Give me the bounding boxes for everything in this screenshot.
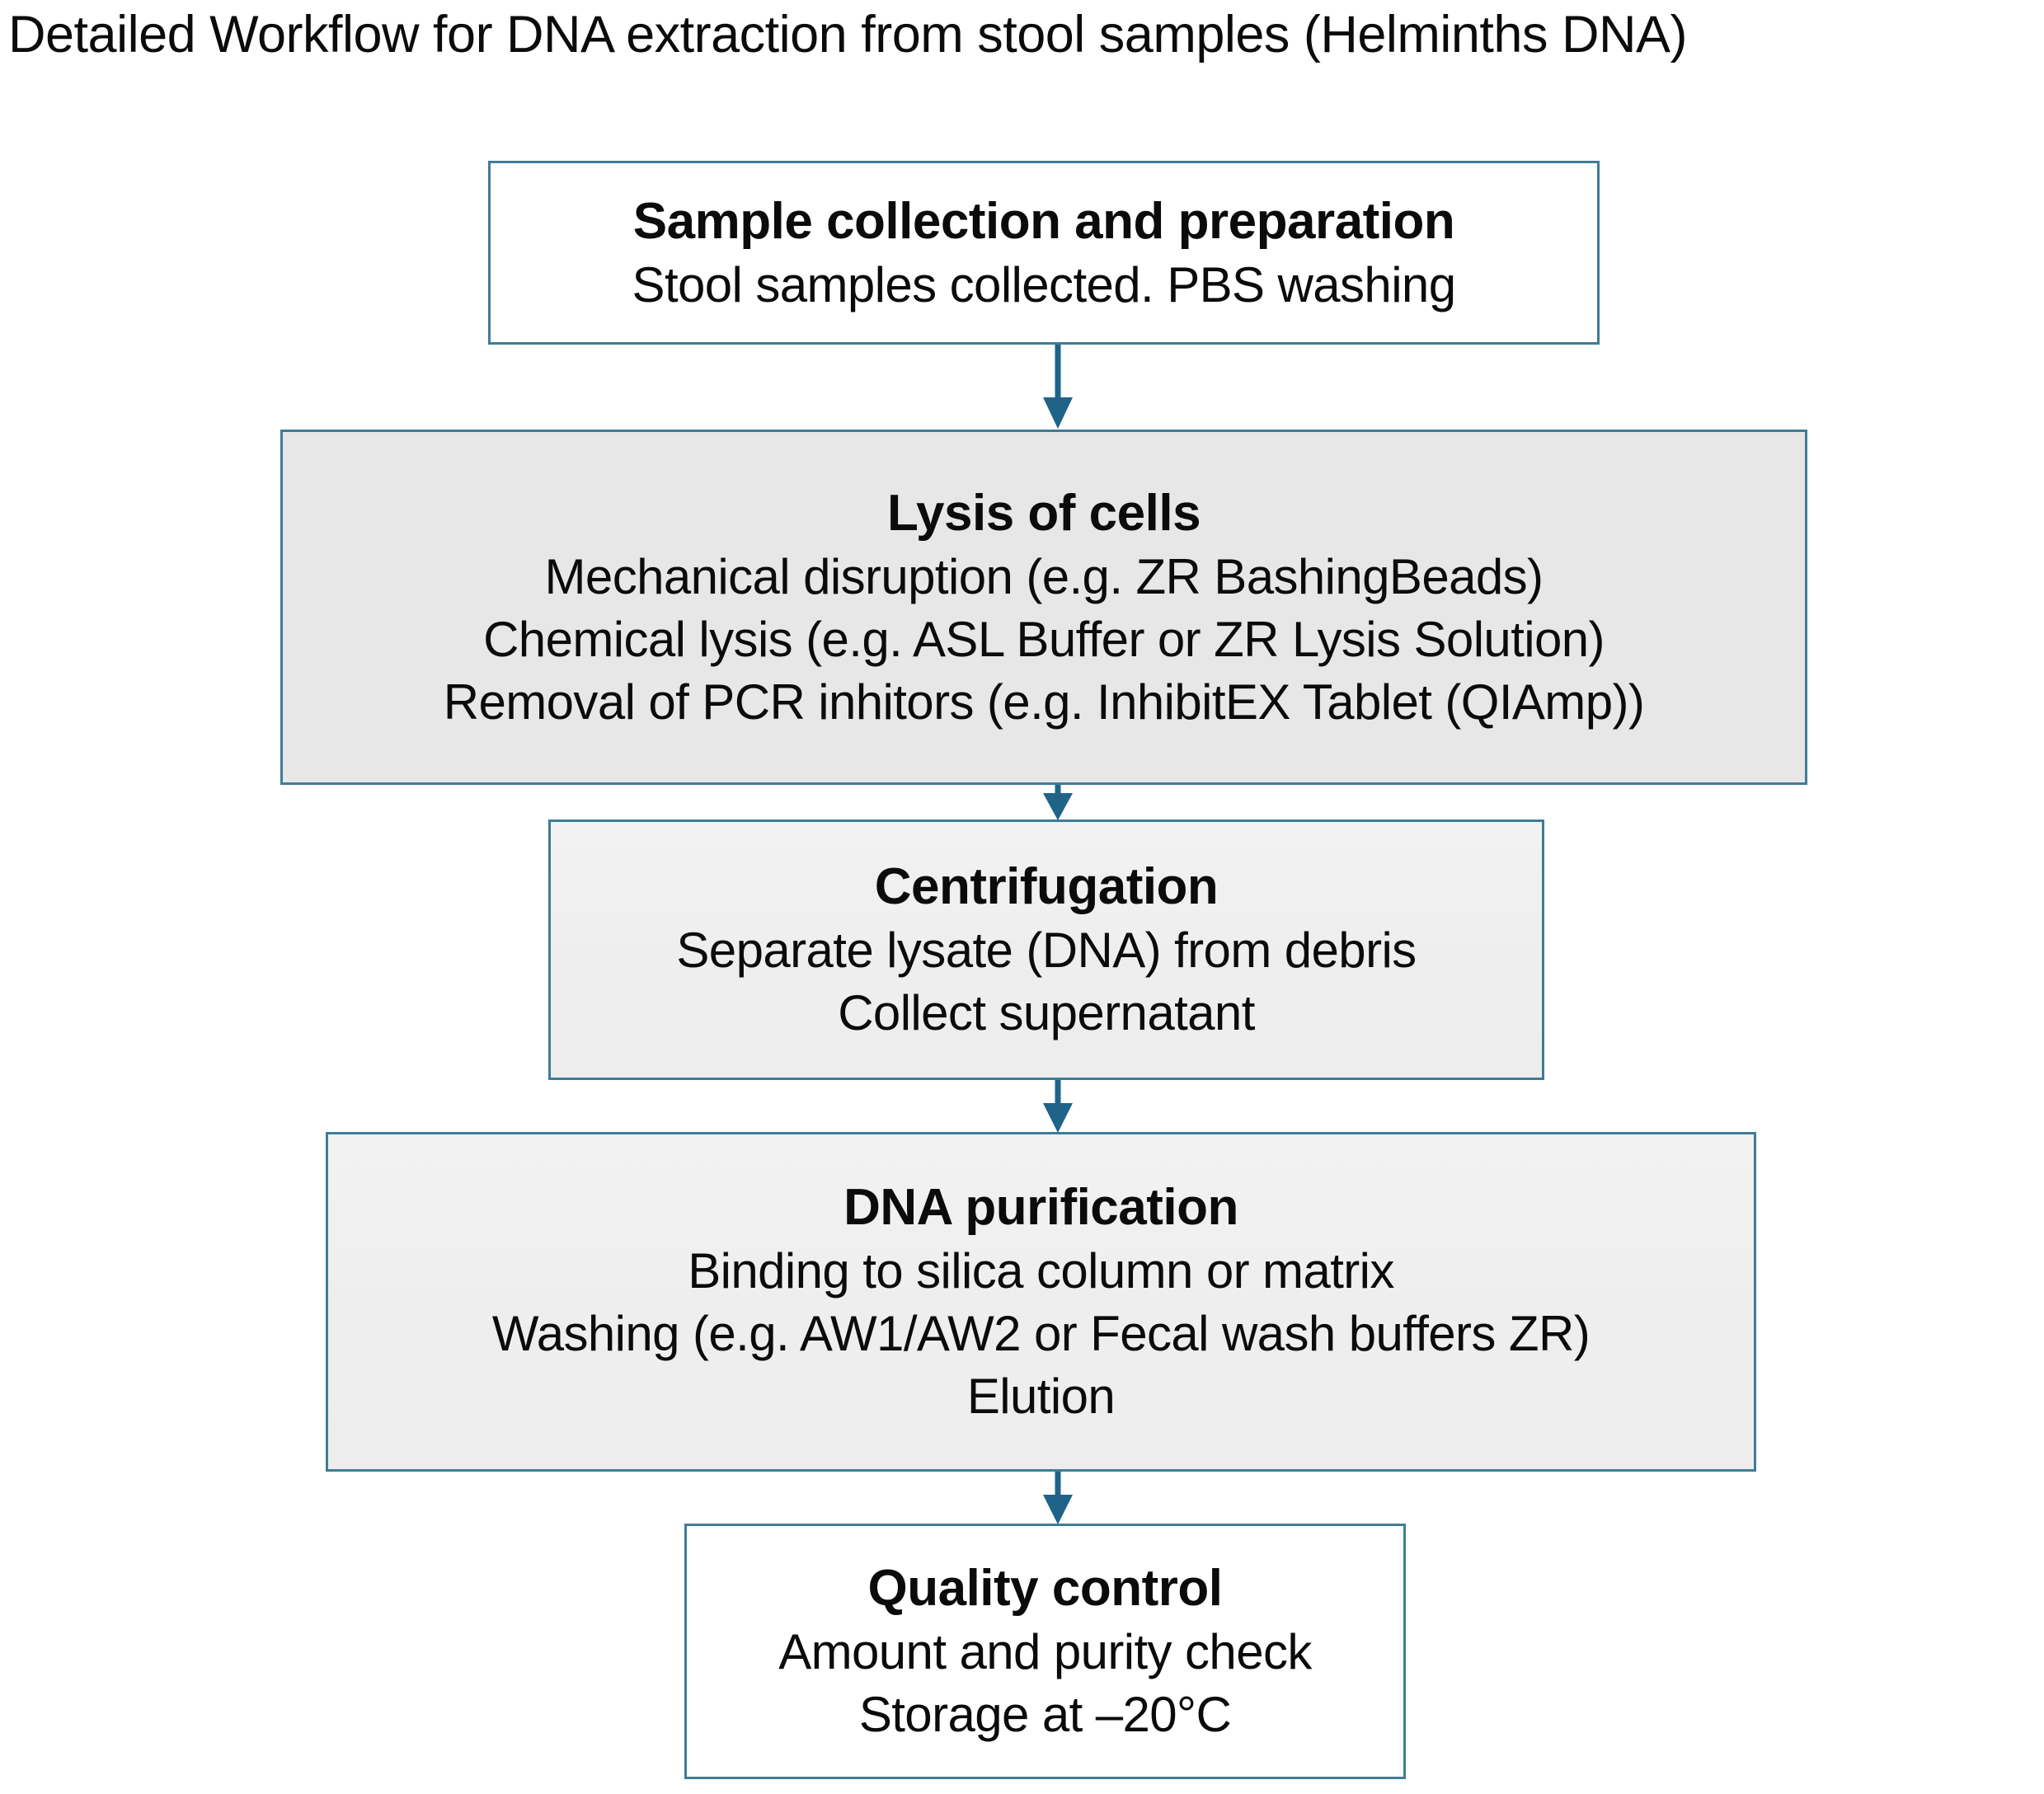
step-line-lysis-of-cells-0: Mechanical disruption (e.g. ZR BashingBe… xyxy=(544,548,1544,604)
step-title-sample-collection: Sample collection and preparation xyxy=(632,192,1455,250)
step-line-sample-collection-0: Stool samples collected. PBS washing xyxy=(632,256,1457,312)
step-box-lysis-of-cells: Lysis of cells Mechanical disruption (e.… xyxy=(280,430,1807,785)
step-line-lysis-of-cells-1: Chemical lysis (e.g. ASL Buffer or ZR Ly… xyxy=(483,611,1605,667)
step-line-quality-control-0: Amount and purity check xyxy=(778,1624,1312,1679)
arrow-purification-to-quality xyxy=(1039,1472,1077,1525)
step-box-centrifugation: Centrifugation Separate lysate (DNA) fro… xyxy=(548,820,1544,1080)
page-title: Detailed Workflow for DNA extraction fro… xyxy=(8,6,1687,63)
step-title-dna-purification: DNA purification xyxy=(843,1179,1238,1236)
step-line-centrifugation-0: Separate lysate (DNA) from debris xyxy=(676,923,1417,978)
step-line-quality-control-1: Storage at –20°C xyxy=(858,1687,1232,1742)
step-title-centrifugation: Centrifugation xyxy=(874,858,1219,915)
step-line-dna-purification-1: Washing (e.g. AW1/AW2 or Fecal wash buff… xyxy=(491,1306,1591,1361)
step-title-lysis-of-cells: Lysis of cells xyxy=(886,484,1201,542)
step-box-sample-collection: Sample collection and preparation Stool … xyxy=(488,161,1600,345)
step-box-dna-purification: DNA purification Binding to silica colum… xyxy=(326,1132,1756,1472)
arrow-centrifugation-to-purification xyxy=(1039,1080,1077,1134)
step-line-dna-purification-0: Binding to silica column or matrix xyxy=(688,1243,1394,1299)
step-title-quality-control: Quality control xyxy=(867,1560,1223,1617)
step-box-quality-control: Quality control Amount and purity check … xyxy=(684,1524,1406,1779)
step-line-centrifugation-1: Collect supernatant xyxy=(838,985,1255,1040)
step-line-dna-purification-2: Elution xyxy=(966,1369,1116,1424)
step-line-lysis-of-cells-2: Removal of PCR inhitors (e.g. InhibitEX … xyxy=(443,674,1645,730)
arrow-sample-to-lysis xyxy=(1039,345,1077,430)
arrow-lysis-to-centrifugation xyxy=(1039,785,1077,821)
